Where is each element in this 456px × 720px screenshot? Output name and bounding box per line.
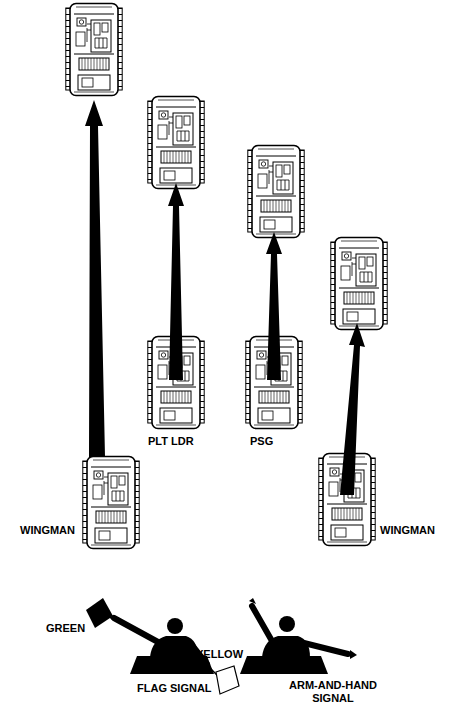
signal-caption: ARM-AND-HAND SIGNAL (283, 679, 383, 705)
signal-caption: FLAG SIGNAL (137, 682, 212, 695)
vehicle-label: WINGMAN (380, 524, 435, 537)
vehicle-label: WINGMAN (20, 524, 75, 537)
color-label: GREEN (46, 622, 85, 635)
movement-arrow (266, 232, 282, 380)
flag-signal-figure (86, 598, 239, 694)
vehicle (331, 238, 387, 330)
vehicle (66, 4, 122, 96)
arm-and-hand-signal-figure (240, 598, 357, 674)
vehicle (83, 457, 139, 549)
movement-arrow (340, 323, 365, 495)
vehicle-label: PSG (250, 435, 273, 448)
vehicle (148, 97, 204, 189)
vehicle (248, 146, 304, 238)
vehicle-label: PLT LDR (148, 435, 194, 448)
movement-arrow (168, 183, 184, 380)
color-label: YELLOW (196, 648, 243, 661)
movement-arrow (85, 100, 105, 457)
